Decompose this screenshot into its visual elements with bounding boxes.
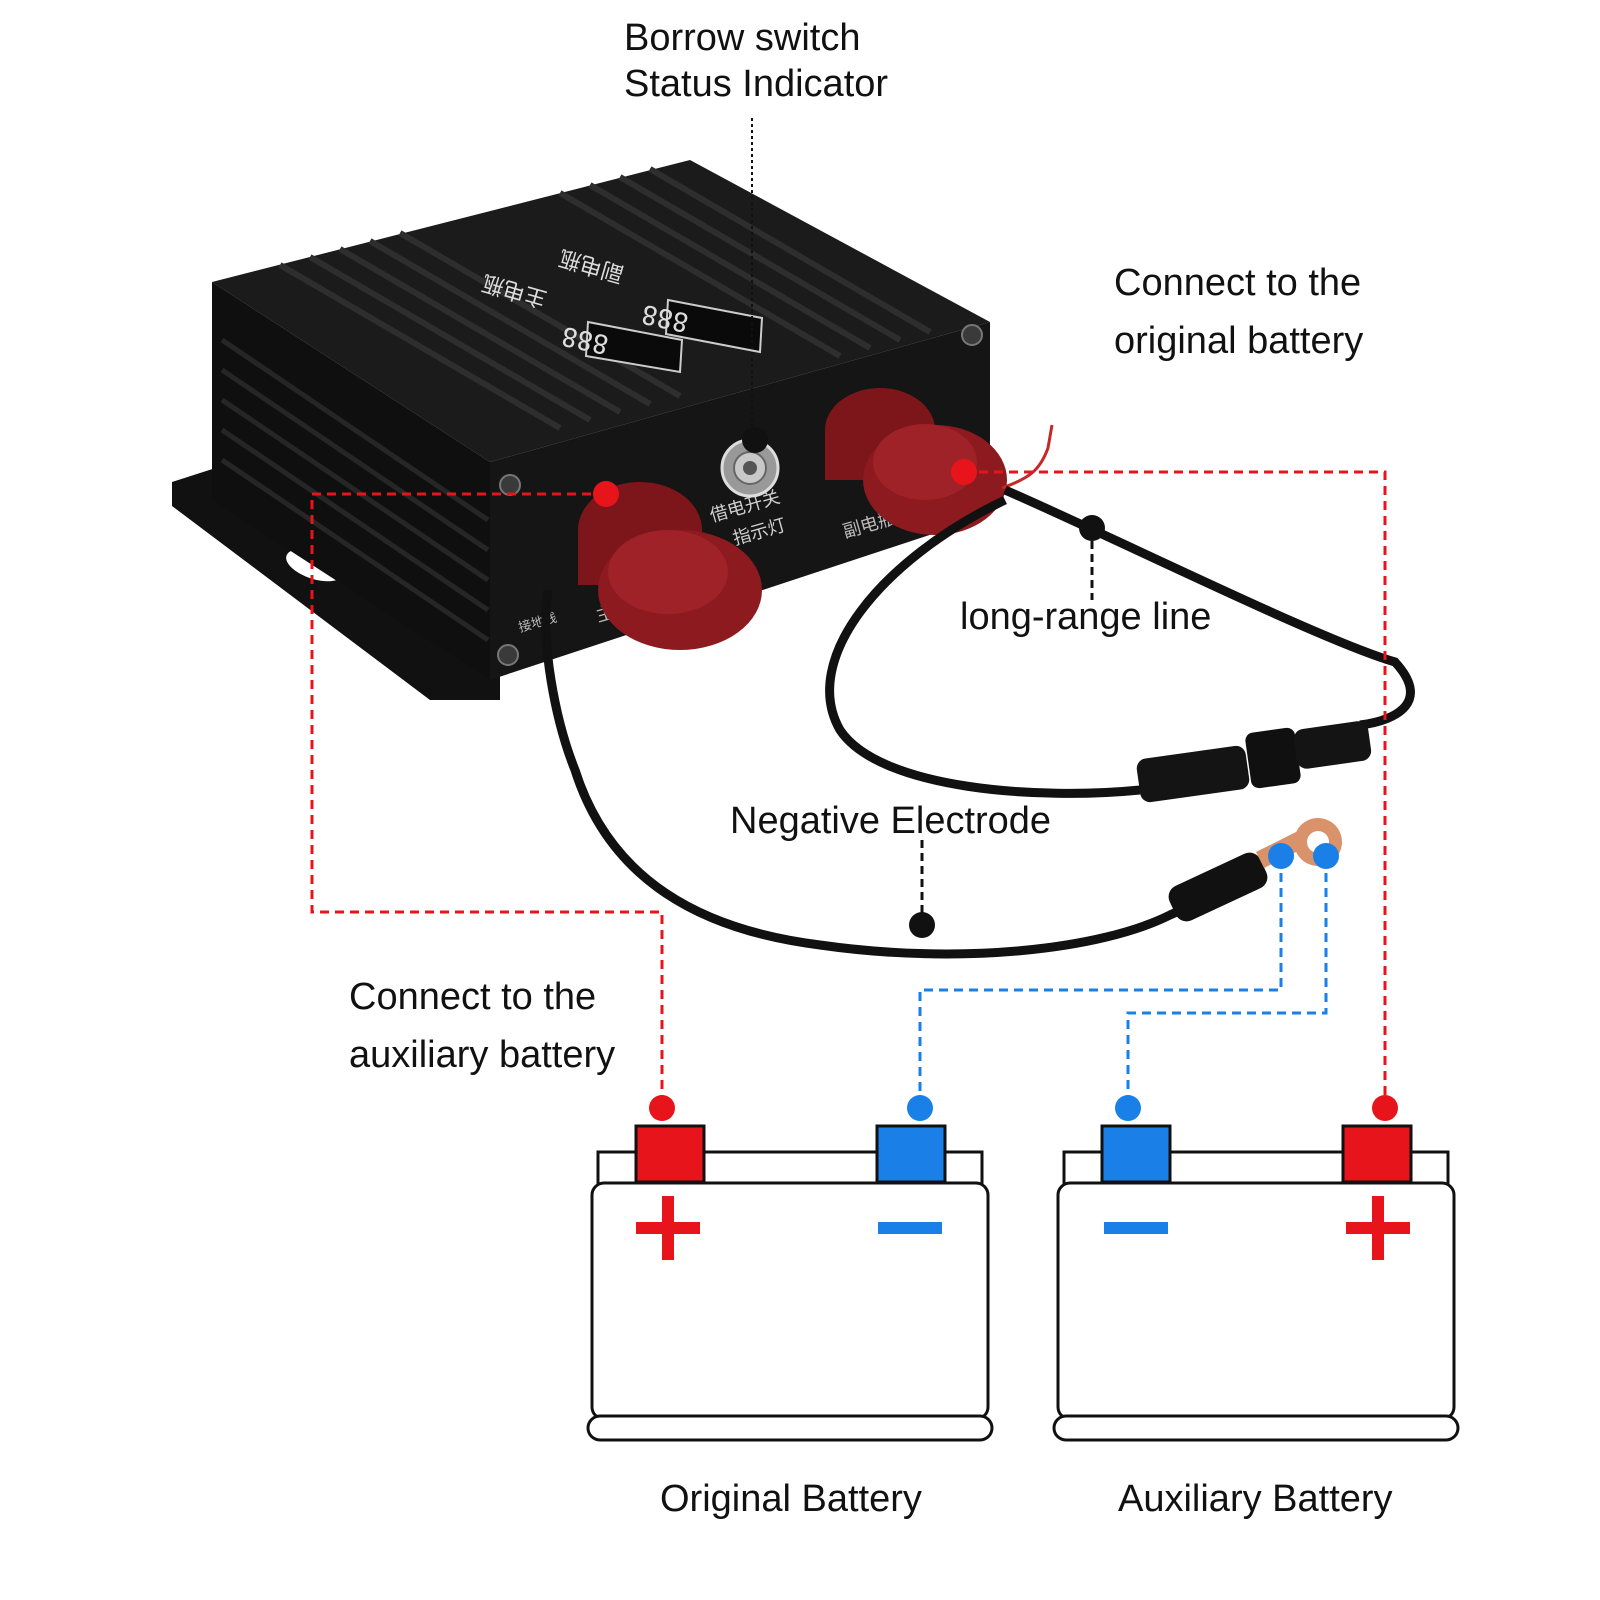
isolator-device: 副电瓶 主电瓶 888 888 借电开关 指示灯 主电瓶 副电瓶 接地线 — [172, 160, 1007, 700]
positive-wiring — [310, 470, 1387, 1100]
original-positive-terminal — [634, 1124, 706, 1184]
negative-wiring — [918, 858, 1328, 1100]
auxiliary-negative-dot — [1115, 1095, 1141, 1121]
aux-terminal-dot — [593, 481, 619, 507]
long-range-cable-loop — [825, 495, 1141, 798]
original-plus-symbol — [636, 1196, 700, 1260]
original-connect-label: Connect to the original battery — [1114, 262, 1364, 362]
voltmeter-display-2: 888 — [559, 320, 684, 374]
original-negative-terminal — [875, 1124, 947, 1184]
negative-electrode-label: Negative Electrode — [730, 800, 1052, 842]
ring-dot-original — [1268, 843, 1294, 869]
side-fins — [220, 337, 490, 643]
device-screws — [497, 324, 983, 666]
positive-dots — [593, 459, 1398, 1121]
long-range-callout-dot — [1079, 515, 1105, 541]
battery-original — [586, 1124, 994, 1442]
auxiliary-positive-terminal — [1341, 1124, 1413, 1184]
auxiliary-negative-terminal — [1100, 1124, 1172, 1184]
terminal-original — [825, 388, 1007, 535]
negative-dots — [907, 843, 1339, 1121]
indicator-callout-dot — [742, 427, 768, 453]
top-fins — [278, 166, 932, 431]
negative-callout-dot — [909, 912, 935, 938]
long-range-label: long-range line — [960, 596, 1212, 638]
original-terminal-dot — [951, 459, 977, 485]
auxiliary-connect-label: Connect to the auxiliary battery — [349, 976, 616, 1076]
original-positive-dot — [649, 1095, 675, 1121]
battery-auxiliary — [1052, 1124, 1460, 1442]
original-battery-name: Original Battery — [660, 1478, 922, 1520]
negative-cable — [541, 589, 1262, 959]
indicator-switch — [720, 438, 780, 498]
cable-connector — [1136, 721, 1372, 803]
original-minus-symbol — [878, 1222, 942, 1234]
auxiliary-battery-name: Auxiliary Battery — [1118, 1478, 1393, 1520]
indicator-label: Borrow switch Status Indicator — [624, 17, 889, 105]
original-negative-dot — [907, 1095, 933, 1121]
auxiliary-minus-symbol — [1104, 1222, 1168, 1234]
ring-dot-auxiliary — [1313, 843, 1339, 869]
red-signal-wire — [1001, 424, 1054, 490]
terminal-aux — [578, 482, 762, 650]
negative-cable-sleeve — [1168, 852, 1268, 922]
auxiliary-positive-dot — [1372, 1095, 1398, 1121]
callout-leaders — [742, 118, 1105, 938]
auxiliary-plus-symbol — [1346, 1196, 1410, 1260]
